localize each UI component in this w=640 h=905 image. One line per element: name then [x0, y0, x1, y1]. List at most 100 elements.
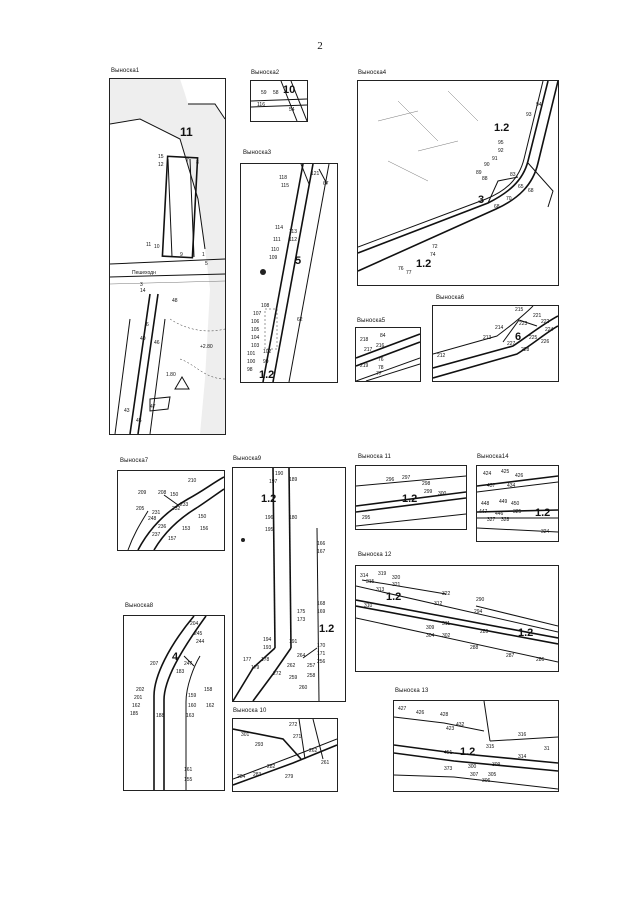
point-label: 68 — [528, 188, 534, 194]
point-label: 83 — [510, 172, 516, 178]
point-label: 150 — [198, 514, 207, 520]
point-label: 177 — [243, 657, 252, 663]
point-label: 287 — [506, 653, 515, 659]
point-label: 259 — [289, 675, 298, 681]
point-label: 449 — [499, 499, 508, 505]
point-label: 78 — [378, 365, 384, 371]
inset-13-label: Выноска 13 — [395, 688, 429, 694]
point-label: 282 — [267, 764, 276, 770]
point-label: 89 — [476, 170, 482, 176]
inset-4: 1.2 3 1.2 94 93 95 92 91 90 89 88 83 65 … — [357, 80, 559, 286]
point-label: 48 — [172, 298, 178, 304]
point-label: 162 — [132, 703, 141, 709]
point-label: 315 — [366, 579, 375, 585]
inset-10: 301 272 271 262 261 293 284 283 282 279 — [232, 718, 338, 792]
point-label: 59 — [261, 90, 267, 96]
point-label: 161 — [184, 767, 193, 773]
point-label: 10 — [154, 244, 160, 250]
point-label: 271 — [293, 734, 302, 740]
point-label: 216 — [376, 343, 385, 349]
point-label: 111 — [273, 237, 281, 243]
point-label: 91 — [492, 156, 498, 162]
point-label: 190 — [275, 471, 284, 477]
point-label: 272 — [289, 722, 298, 728]
point-label: 447 — [479, 509, 488, 515]
point-label: 196 — [265, 515, 274, 521]
point-label: 232 — [172, 506, 181, 512]
point-label: 153 — [182, 526, 191, 532]
point-label: 54 — [289, 107, 295, 113]
point-label: 427 — [398, 706, 407, 712]
point-label: 272 — [273, 671, 282, 677]
inset-6-label: Выноска6 — [436, 295, 465, 301]
point-label: 321 — [392, 582, 401, 588]
zone-label: 1.2 — [518, 627, 534, 639]
inset-11-map — [356, 475, 466, 527]
point-label: 226 — [541, 339, 550, 345]
point-label: 213 — [483, 335, 492, 341]
pedestrian-label: Пешеходн — [132, 270, 156, 276]
inset-2: 10 59 58 116 54 — [250, 80, 308, 122]
point-label: 74 — [430, 252, 436, 258]
inset-7: 210 209 208 205 150 233 232 231 248 236 … — [117, 470, 225, 551]
inset-9-map — [233, 468, 320, 701]
point-label: 224 — [545, 327, 554, 333]
point-label: 432 — [456, 722, 465, 728]
point-label: 327 — [487, 517, 496, 523]
point-label: 324 — [541, 529, 550, 535]
point-label: 231 — [152, 510, 161, 516]
point-label: 221 — [533, 313, 542, 319]
point-label: 217 — [364, 347, 373, 353]
inset-1-label: Выноска1 — [111, 68, 140, 74]
inset-3: 5 1.2 118 115 121 67 114 113 112 111 110… — [240, 163, 338, 383]
point-label: 264 — [297, 653, 306, 659]
point-label: 188 — [156, 713, 165, 719]
point-label: 286 — [536, 657, 545, 663]
inset-7-label: Выноска7 — [120, 458, 149, 464]
point-label: 247 — [184, 661, 193, 667]
point-label: 3 — [140, 282, 143, 288]
point-label: 202 — [136, 687, 145, 693]
point-label: 109 — [269, 255, 278, 261]
point-label: 12 — [158, 162, 164, 168]
point-label: 262 — [309, 748, 318, 754]
inset-6: 6 215 214 213 212 221 222 223 224 225 22… — [432, 305, 559, 382]
point-label: 159 — [188, 693, 197, 699]
point-label: 204 — [190, 621, 199, 627]
point-label: 293 — [255, 742, 264, 748]
point-label: 205 — [136, 506, 145, 512]
point-label: 31 — [544, 746, 550, 752]
point-label: 257 — [307, 663, 316, 669]
inset-6-map — [433, 306, 558, 379]
point-label: 5 — [205, 261, 208, 267]
point-label: 450 — [511, 501, 520, 507]
point-label: 46 — [154, 340, 160, 346]
point-label: 163 — [186, 713, 195, 719]
point-label: 113 — [289, 229, 297, 235]
point-label: 162 — [206, 703, 215, 709]
inset-7-map — [127, 476, 224, 550]
point-label: 294 — [474, 609, 483, 615]
point-label: 209 — [138, 490, 147, 496]
inset-4-label: Выноска4 — [358, 70, 387, 76]
inset-10-label: Выноска 10 — [233, 708, 267, 714]
point-label: 244 — [196, 639, 205, 645]
point-label: 106 — [251, 319, 260, 325]
zone-label: 6 — [515, 331, 522, 343]
point-label: 116 — [257, 102, 265, 108]
inset-2-label: Выноска2 — [251, 70, 280, 76]
page-number: 2 — [317, 40, 323, 52]
point-label: 68 — [494, 204, 500, 210]
point-label: 101 — [247, 351, 256, 357]
point-label: 289 — [480, 629, 489, 635]
point-label: 112 — [289, 237, 297, 243]
zone-label: 1.2 — [535, 507, 551, 519]
point-label: 310 — [364, 603, 373, 609]
zone-label: 3 — [478, 194, 485, 206]
point-label: 195 — [265, 527, 274, 533]
point-label: 223 — [519, 321, 528, 327]
point-label: 11 — [146, 242, 152, 248]
point-label: 194 — [263, 637, 272, 643]
zone-label: 1.2 — [386, 591, 402, 603]
point-label: 92 — [498, 148, 504, 154]
